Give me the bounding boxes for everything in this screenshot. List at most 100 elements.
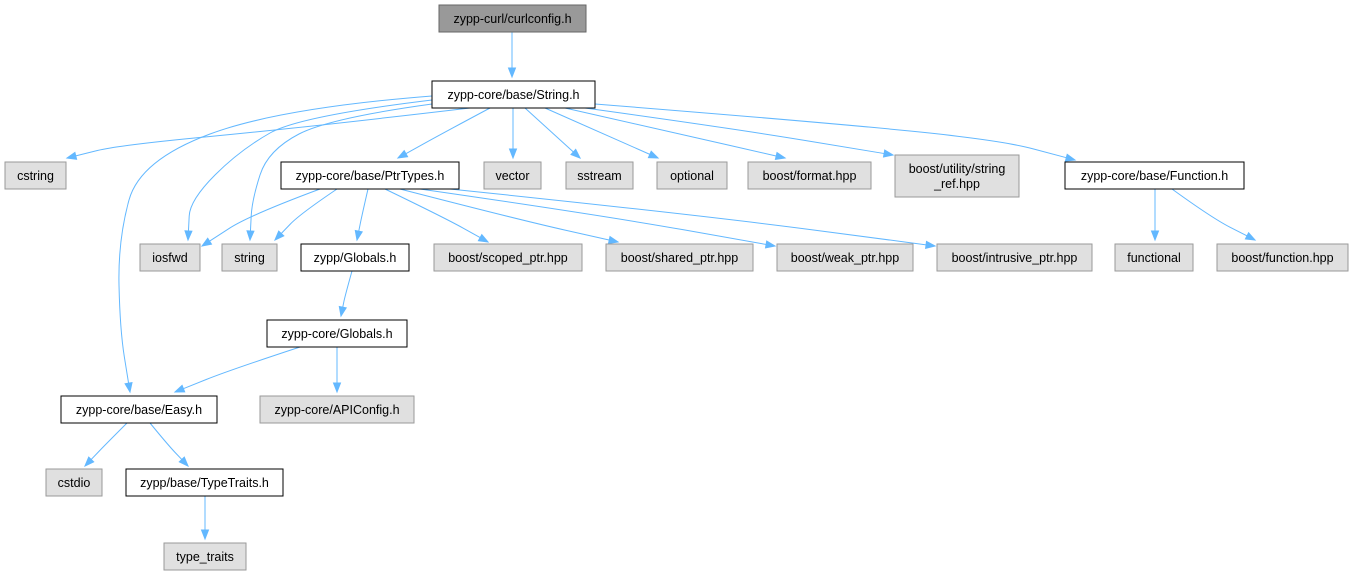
node-box bbox=[747, 161, 872, 190]
node-label: boost/intrusive_ptr.hpp bbox=[952, 251, 1078, 265]
edge-ptrtypes_h-to-boost_intrusive bbox=[449, 188, 937, 249]
node-label: zypp-core/base/PtrTypes.h bbox=[296, 169, 445, 183]
node-label: sstream bbox=[577, 169, 621, 183]
node-label: cstring bbox=[17, 169, 54, 183]
edge-line bbox=[342, 270, 353, 309]
edge-function_h-to-functional bbox=[1150, 189, 1160, 242]
edge-string_h-to-optional bbox=[544, 107, 660, 159]
node-box bbox=[431, 80, 596, 109]
edge-line bbox=[524, 107, 575, 153]
node-function-h[interactable]: zypp-core/base/Function.h bbox=[1064, 161, 1245, 190]
edge-ptrtypes_h-to-boost_shared bbox=[399, 188, 620, 245]
edge-line bbox=[182, 346, 301, 390]
arrowhead-icon bbox=[396, 149, 409, 159]
node-boost-function: boost/function.hpp bbox=[1216, 243, 1349, 272]
edge-ptrtypes_h-to-boost_scoped bbox=[384, 188, 490, 243]
node-label: type_traits bbox=[176, 550, 234, 564]
node-cstring: cstring bbox=[4, 161, 67, 190]
node-typetraits-h[interactable]: zypp/base/TypeTraits.h bbox=[125, 468, 284, 497]
node-box bbox=[266, 319, 408, 348]
edge-root-to-string_h bbox=[507, 32, 517, 79]
node-apiconfig: zypp-core/APIConfig.h bbox=[259, 395, 415, 424]
edge-line bbox=[384, 188, 482, 239]
node-box bbox=[656, 161, 728, 190]
arrowhead-icon bbox=[200, 529, 210, 541]
edge-string_h-to-boost_string_ref bbox=[584, 107, 895, 158]
arrowhead-icon bbox=[124, 381, 133, 394]
node-box bbox=[605, 243, 754, 272]
edge-string_h-to-function_h bbox=[594, 103, 1077, 162]
node-label: string bbox=[234, 251, 265, 265]
edge-ptrtypes_h-to-boost_weak bbox=[419, 188, 777, 249]
edge-line bbox=[249, 103, 433, 233]
node-label: functional bbox=[1127, 251, 1181, 265]
node-zypp-globals[interactable]: zypp/Globals.h bbox=[300, 243, 410, 272]
node-boost-format: boost/format.hpp bbox=[747, 161, 872, 190]
node-core-globals[interactable]: zypp-core/Globals.h bbox=[266, 319, 408, 348]
node-label: zypp-core/base/Function.h bbox=[1081, 169, 1228, 183]
arrowhead-icon bbox=[508, 148, 518, 160]
arrowhead-icon bbox=[338, 305, 348, 318]
node-box bbox=[936, 243, 1093, 272]
node-ptrtypes-h[interactable]: zypp-core/base/PtrTypes.h bbox=[280, 161, 460, 190]
node-label: zypp-core/base/Easy.h bbox=[76, 403, 202, 417]
node-box bbox=[565, 161, 634, 190]
node-label: boost/utility/string bbox=[909, 162, 1006, 176]
edge-ptrtypes_h-to-iosfwd bbox=[200, 188, 321, 247]
edge-line bbox=[449, 188, 928, 246]
node-box bbox=[221, 243, 278, 272]
arrowhead-icon bbox=[200, 237, 213, 247]
edge-core_globals-to-apiconfig bbox=[332, 347, 342, 394]
edge-string_h-to-boost_format bbox=[564, 107, 787, 161]
edge-line bbox=[584, 107, 886, 155]
arrowhead-icon bbox=[774, 151, 787, 161]
arrowhead-icon bbox=[1064, 153, 1077, 162]
node-boost-shared: boost/shared_ptr.hpp bbox=[605, 243, 754, 272]
node-label: _ref.hpp bbox=[933, 177, 980, 191]
node-boost-weak: boost/weak_ptr.hpp bbox=[776, 243, 914, 272]
edge-line bbox=[419, 188, 768, 246]
node-label: boost/format.hpp bbox=[763, 169, 857, 183]
edge-function_h-to-boost_function bbox=[1171, 188, 1257, 241]
node-label: boost/shared_ptr.hpp bbox=[621, 251, 738, 265]
node-string-h[interactable]: zypp-core/base/String.h bbox=[431, 80, 596, 109]
edge-typetraits_h-to-type_traits bbox=[200, 496, 210, 541]
arrowhead-icon bbox=[477, 233, 490, 243]
node-box bbox=[60, 395, 218, 424]
node-easy-h[interactable]: zypp-core/base/Easy.h bbox=[60, 395, 218, 424]
node-box bbox=[894, 154, 1020, 198]
edges-layer bbox=[65, 32, 1257, 541]
node-box bbox=[1114, 243, 1194, 272]
node-box bbox=[776, 243, 914, 272]
node-box bbox=[483, 161, 542, 190]
edge-line bbox=[208, 188, 321, 243]
node-label: zypp-core/APIConfig.h bbox=[274, 403, 399, 417]
arrowhead-icon bbox=[332, 382, 342, 394]
arrowhead-icon bbox=[647, 150, 660, 159]
arrowhead-icon bbox=[173, 384, 186, 393]
edge-string_h-to-string bbox=[246, 103, 433, 242]
node-root[interactable]: zypp-curl/curlconfig.h bbox=[438, 4, 587, 33]
edge-line bbox=[594, 103, 1068, 159]
node-vector: vector bbox=[483, 161, 542, 190]
edge-line bbox=[544, 107, 651, 156]
node-label: boost/function.hpp bbox=[1231, 251, 1333, 265]
arrowhead-icon bbox=[925, 240, 937, 249]
node-label: zypp/Globals.h bbox=[314, 251, 397, 265]
edge-string_h-to-iosfwd bbox=[184, 99, 433, 242]
node-box bbox=[259, 395, 415, 424]
arrowhead-icon bbox=[570, 148, 582, 159]
node-label: zypp-curl/curlconfig.h bbox=[453, 12, 571, 26]
edge-string_h-to-vector bbox=[508, 108, 518, 160]
edge-string_h-to-cstring bbox=[65, 107, 471, 160]
node-box bbox=[280, 161, 460, 190]
edge-core_globals-to-easy_h bbox=[173, 346, 301, 393]
arrowhead-icon bbox=[178, 456, 189, 468]
node-functional: functional bbox=[1114, 243, 1194, 272]
arrowhead-icon bbox=[246, 230, 255, 242]
arrowhead-icon bbox=[764, 240, 777, 249]
edge-zypp_globals-to-core_globals bbox=[338, 270, 353, 318]
edge-string_h-to-ptrtypes_h bbox=[396, 107, 491, 159]
edge-line bbox=[399, 188, 611, 241]
arrowhead-icon bbox=[184, 230, 193, 242]
